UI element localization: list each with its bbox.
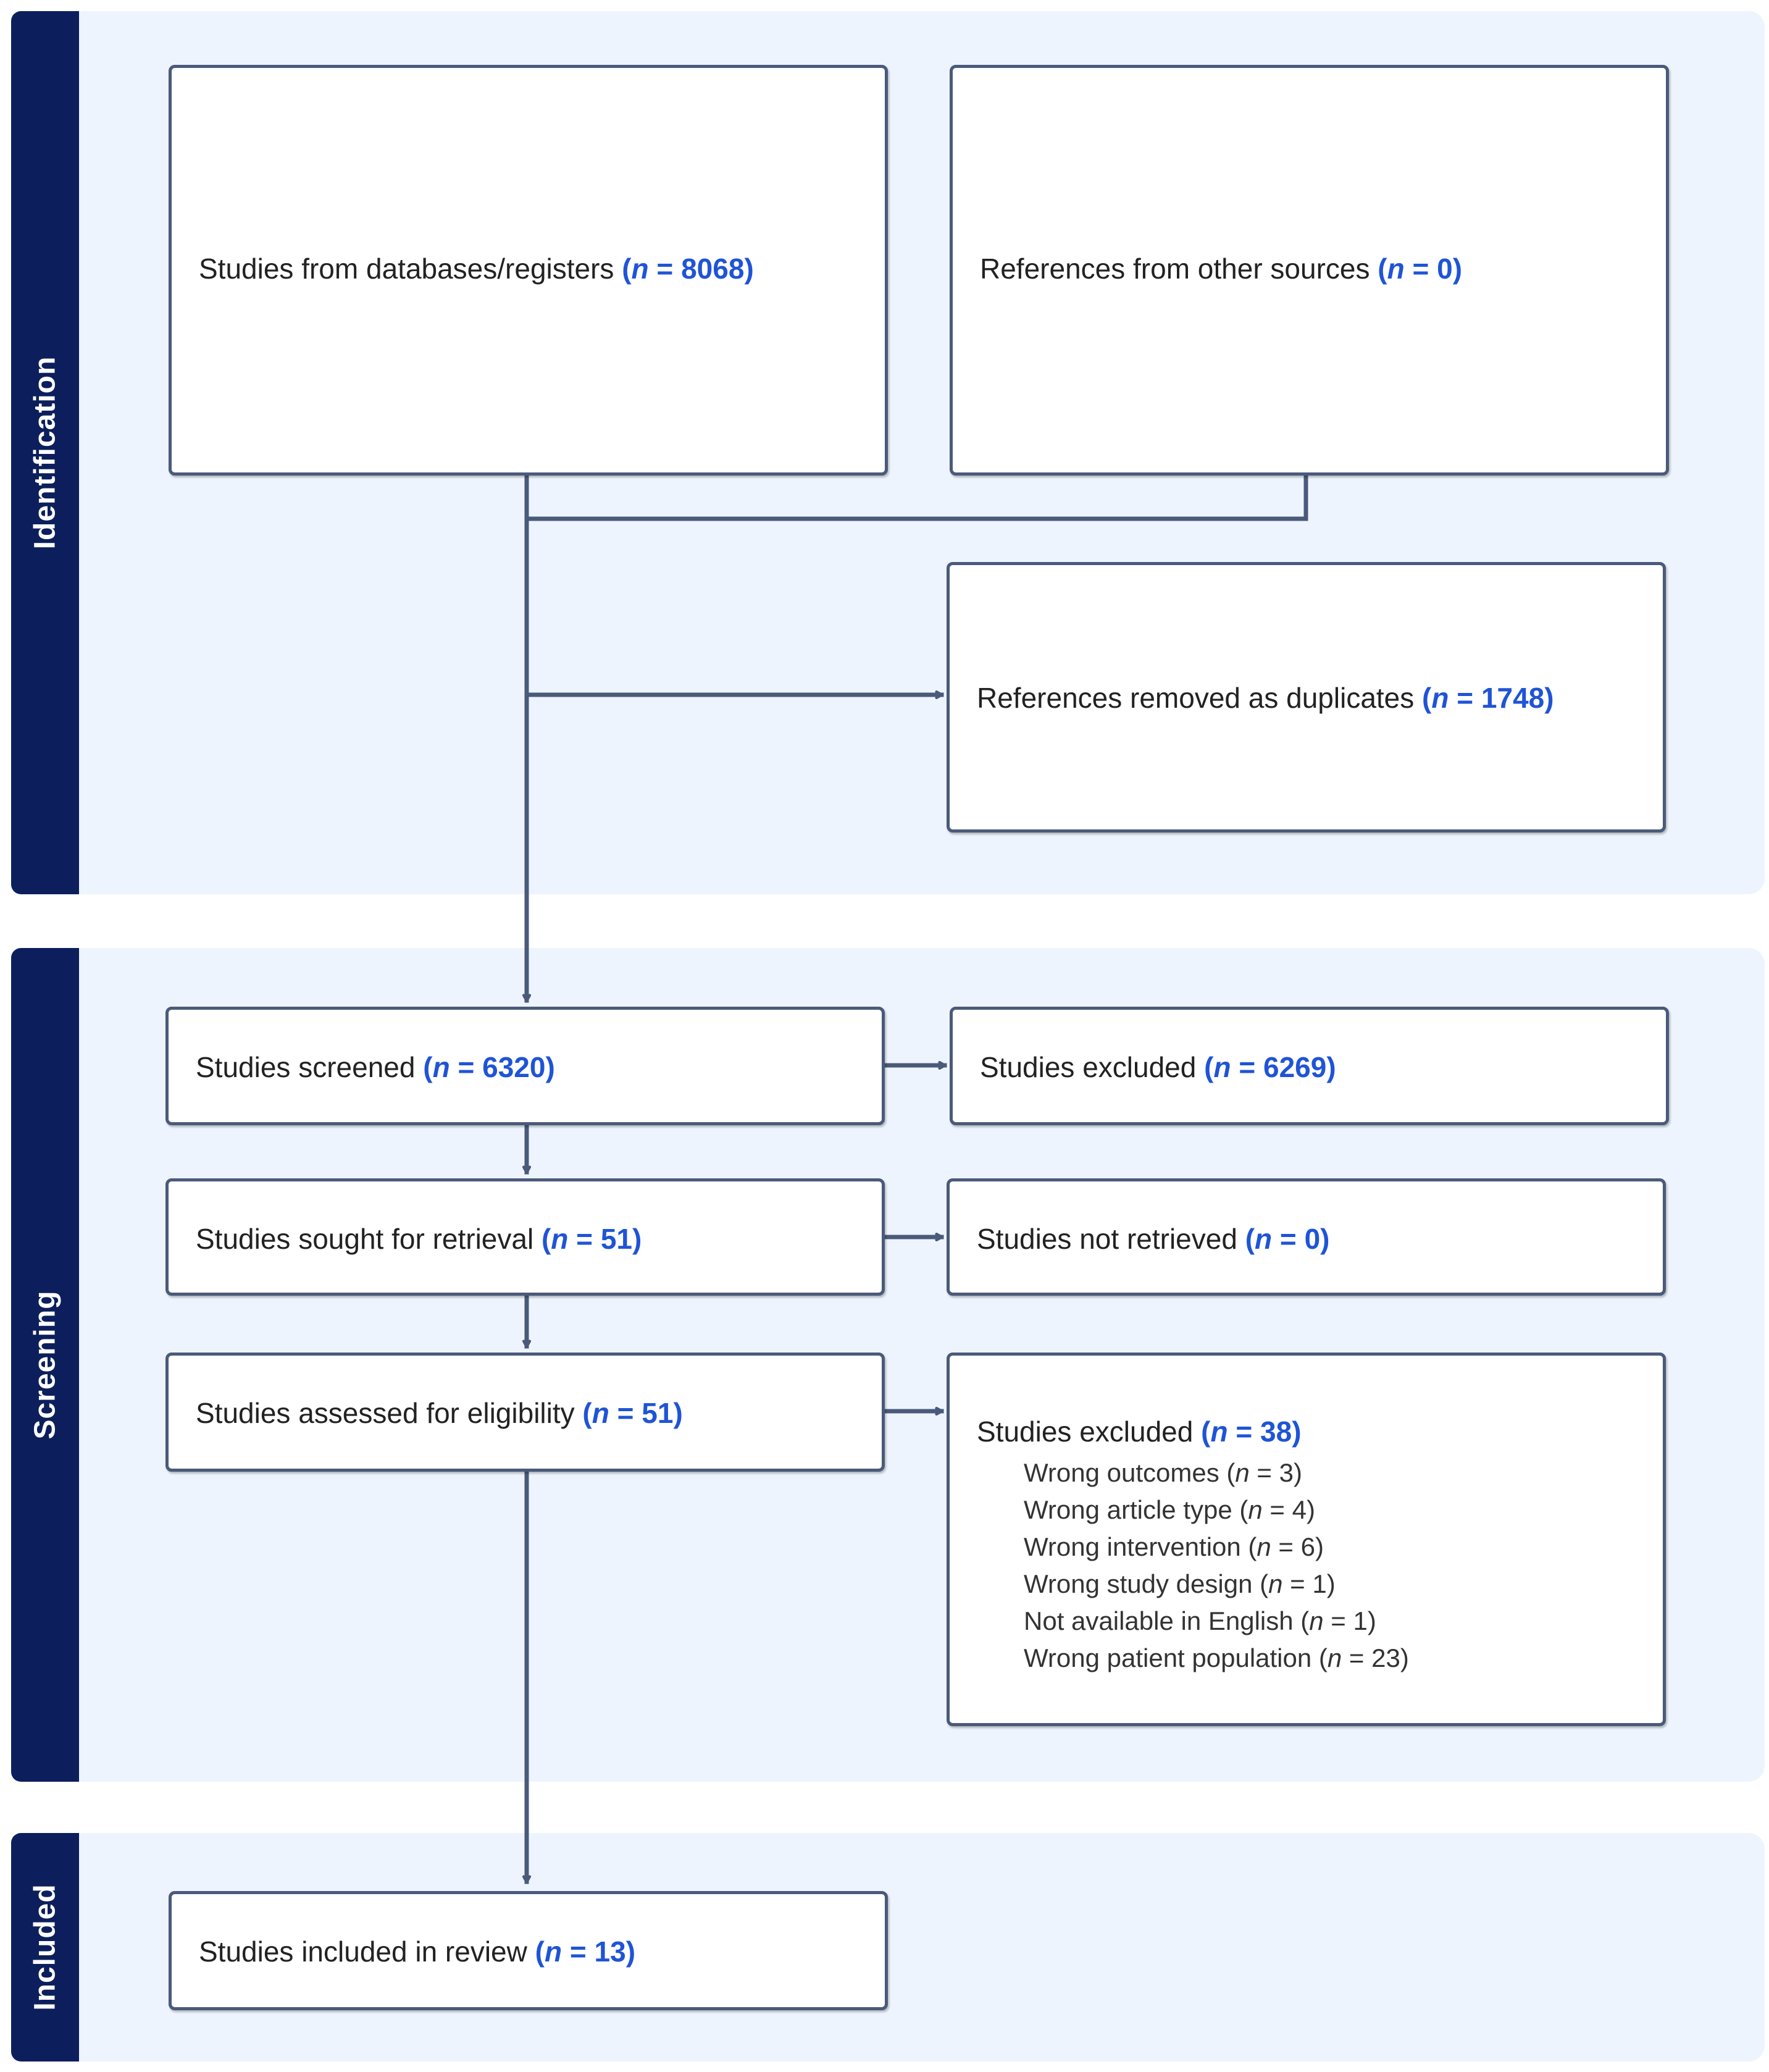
excluded-full-text-count: (n = 38) bbox=[1201, 1416, 1302, 1448]
assessed-count: (n = 51) bbox=[582, 1397, 683, 1429]
databases-count: (n = 8068) bbox=[622, 253, 754, 285]
screened-box: Studies screened (n = 6320) bbox=[165, 1007, 885, 1125]
screened-count: (n = 6320) bbox=[423, 1051, 555, 1083]
exclusion-reason-item: Not available in English (n = 1) bbox=[1024, 1606, 1376, 1635]
not-retrieved-label: Studies not retrieved bbox=[977, 1223, 1237, 1255]
exclusion-reasons-list: Wrong outcomes (n = 3) Wrong article typ… bbox=[1024, 1454, 1409, 1677]
screening-sidebar: Screening bbox=[11, 948, 79, 1782]
sought-box: Studies sought for retrieval (n = 51) bbox=[165, 1178, 885, 1296]
databases-label: Studies from databases/registers bbox=[199, 253, 614, 285]
assessed-label: Studies assessed for eligibility bbox=[196, 1397, 575, 1429]
identification-sidebar: Identification bbox=[11, 11, 79, 894]
included-box: Studies included in review (n = 13) bbox=[169, 1891, 888, 2010]
exclusion-reason-item: Wrong article type (n = 4) bbox=[1024, 1495, 1315, 1524]
excluded-screen-label: Studies excluded bbox=[980, 1051, 1197, 1083]
exclusion-reason-item: Wrong intervention (n = 6) bbox=[1024, 1532, 1324, 1561]
excluded-full-text-box: Studies excluded (n = 38) Wrong outcomes… bbox=[947, 1353, 1666, 1726]
assessed-box: Studies assessed for eligibility (n = 51… bbox=[165, 1353, 885, 1472]
included-label: Studies included in review bbox=[199, 1936, 527, 1968]
other-sources-box: References from other sources (n = 0) bbox=[950, 65, 1669, 476]
excluded-screen-count: (n = 6269) bbox=[1204, 1051, 1336, 1083]
sought-label: Studies sought for retrieval bbox=[196, 1223, 534, 1255]
screened-label: Studies screened bbox=[196, 1051, 416, 1083]
excluded-full-text-label: Studies excluded bbox=[977, 1416, 1194, 1448]
databases-box: Studies from databases/registers (n = 80… bbox=[169, 65, 888, 476]
included-sidebar: Included bbox=[11, 1833, 79, 2062]
duplicates-box: References removed as duplicates (n = 17… bbox=[947, 562, 1666, 833]
exclusion-reason-item: Wrong study design (n = 1) bbox=[1024, 1569, 1336, 1598]
included-count: (n = 13) bbox=[535, 1936, 636, 1968]
exclusion-reason-item: Wrong patient population (n = 23) bbox=[1024, 1643, 1409, 1672]
sought-count: (n = 51) bbox=[541, 1223, 642, 1255]
other-sources-count: (n = 0) bbox=[1378, 253, 1463, 285]
exclusion-reason-item: Wrong outcomes (n = 3) bbox=[1024, 1458, 1302, 1487]
duplicates-label: References removed as duplicates bbox=[977, 682, 1415, 714]
duplicates-count: (n = 1748) bbox=[1422, 682, 1554, 714]
merge-connector bbox=[524, 473, 1308, 521]
excluded-screen-box: Studies excluded (n = 6269) bbox=[950, 1007, 1669, 1125]
not-retrieved-count: (n = 0) bbox=[1245, 1223, 1330, 1255]
other-sources-label: References from other sources bbox=[980, 253, 1370, 285]
not-retrieved-box: Studies not retrieved (n = 0) bbox=[947, 1178, 1666, 1296]
